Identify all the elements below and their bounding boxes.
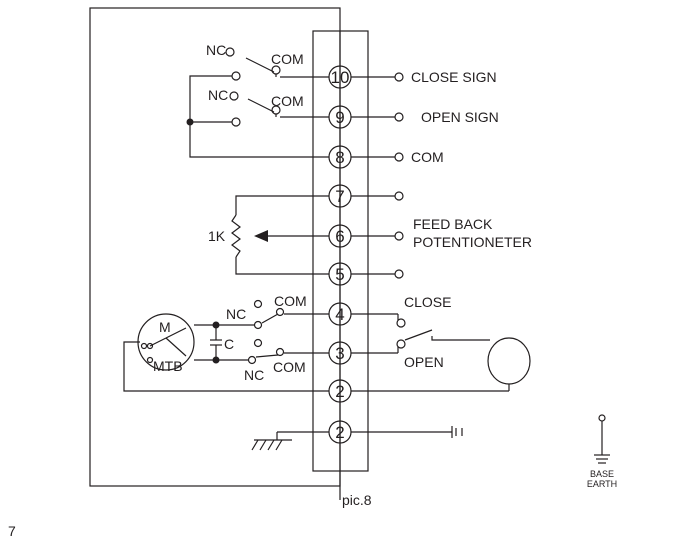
motor-switch-open — [247, 338, 329, 365]
figure-caption: pic.8 — [342, 492, 372, 508]
nc-label: NC — [208, 87, 228, 103]
terminal-label: 9 — [335, 108, 344, 127]
com-label: COM — [274, 293, 307, 309]
terminal-3: 3 — [328, 341, 352, 365]
terminal-2-lower: 2 — [328, 420, 352, 444]
feedback-label: FEED BACK — [413, 216, 493, 232]
potentiometer — [231, 195, 329, 275]
terminal-label: 6 — [335, 227, 344, 246]
terminal-label: 10 — [331, 68, 350, 87]
page-number: 7 — [8, 523, 16, 539]
terminal-6: 6 — [328, 224, 352, 248]
terminal-4: 4 — [328, 302, 352, 326]
com-output-label: COM — [411, 149, 444, 165]
terminal-label: 4 — [335, 305, 344, 324]
com-label: COM — [273, 359, 306, 375]
motor-return-wire — [123, 341, 329, 392]
nc-label: NC — [206, 42, 226, 58]
terminal-label: 2 — [335, 382, 344, 401]
terminal-label: 7 — [335, 187, 344, 206]
base-label: BASE — [590, 469, 614, 479]
external-direction-switch — [351, 313, 490, 354]
terminal-5: 5 — [328, 262, 352, 286]
resistor-value-label: 1K — [208, 228, 226, 244]
terminal-9: 9 — [328, 105, 352, 129]
terminal-label: 3 — [335, 344, 344, 363]
motor-label: M — [159, 319, 171, 335]
terminal-8: 8 — [328, 145, 352, 169]
com-label: COM — [271, 51, 304, 67]
power-supply — [351, 337, 531, 392]
terminal-7: 7 — [328, 184, 352, 208]
nc-label: NC — [244, 367, 264, 383]
close-sign-label: CLOSE SIGN — [411, 69, 497, 85]
actuator-housing — [89, 7, 341, 487]
terminal-10: 10 — [328, 65, 352, 89]
com-label: COM — [271, 93, 304, 109]
terminal-2-upper: 2 — [328, 379, 352, 403]
terminal-label: 5 — [335, 265, 344, 284]
close-label: CLOSE — [404, 294, 451, 310]
open-label: OPEN — [404, 354, 444, 370]
earth-label: EARTH — [587, 479, 617, 489]
terminal-label: 8 — [335, 148, 344, 167]
output-leads — [351, 72, 404, 279]
earth-line — [251, 426, 463, 451]
nc-label: NC — [226, 306, 246, 322]
open-sign-label: OPEN SIGN — [421, 109, 499, 125]
capacitor-label: C — [224, 336, 234, 352]
base-earth-icon — [594, 414, 610, 464]
motor-switch-close — [253, 299, 329, 330]
common-return-wire — [186, 75, 329, 158]
mtb-label: MTB — [153, 358, 183, 374]
potentiometer-label: POTENTIONETER — [413, 234, 532, 250]
terminal-label: 2 — [335, 423, 344, 442]
